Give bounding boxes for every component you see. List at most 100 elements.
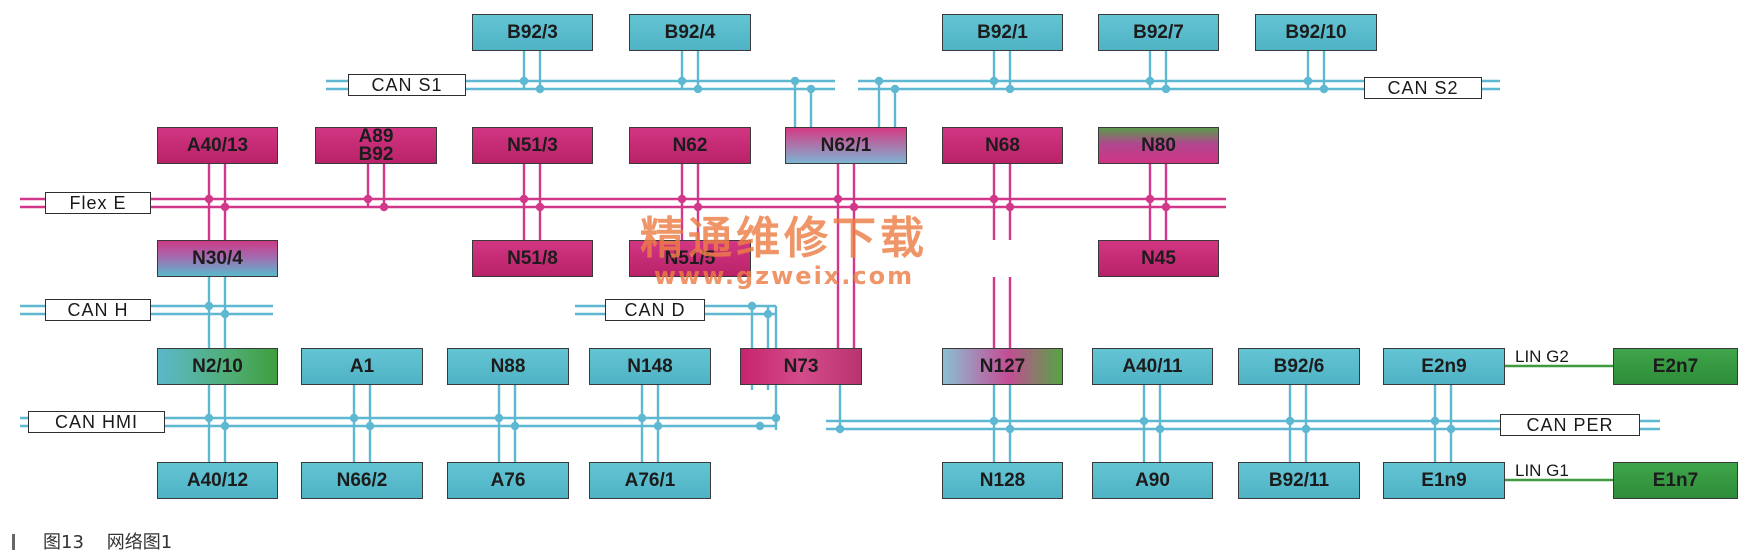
node-n68: N68 [942, 127, 1063, 164]
node-e2n9: E2n9 [1383, 348, 1505, 385]
node-n127: N127 [942, 348, 1063, 385]
bus-label-can-s1: CAN S1 [348, 74, 466, 96]
node-a40-12: A40/12 [157, 462, 278, 499]
node-a89-label: A89 [358, 125, 394, 147]
bus-junction [1155, 424, 1165, 434]
bus-junction [519, 194, 529, 204]
node-n51-8: N51/8 [472, 240, 593, 277]
bus-junction [1145, 76, 1155, 86]
bus-junction [494, 413, 504, 423]
bus-junction [790, 76, 800, 86]
node-n80: N80 [1098, 127, 1219, 164]
node-a76: A76 [447, 462, 569, 499]
node-b92-6: B92/6 [1238, 348, 1360, 385]
bus-junction [349, 413, 359, 423]
bus-junction [806, 84, 816, 94]
node-a90: A90 [1092, 462, 1213, 499]
caption-title: 网络图1 [106, 532, 173, 553]
bus-junction [535, 84, 545, 94]
node-n88: N88 [447, 348, 569, 385]
node-n2-10: N2/10 [157, 348, 278, 385]
bus-junction [989, 194, 999, 204]
bus-label-can-hmi: CAN HMI [28, 411, 165, 433]
bus-junction [833, 194, 843, 204]
bus-junction [989, 76, 999, 86]
node-a40-11: A40/11 [1092, 348, 1213, 385]
bus-junction [220, 421, 230, 431]
bus-junction [365, 421, 375, 431]
bus-junction [1285, 416, 1295, 426]
node-n51-5: N51/5 [629, 240, 751, 277]
node-n45: N45 [1098, 240, 1219, 277]
bus-junction [874, 76, 884, 86]
bus-junction [204, 301, 214, 311]
bus-label-flex-e: Flex E [45, 192, 151, 214]
bus-label-lin-g1: LIN G1 [1515, 461, 1569, 480]
node-b92-11: B92/11 [1238, 462, 1360, 499]
bus-label-can-d: CAN D [605, 299, 705, 321]
node-n73: N73 [740, 348, 862, 385]
bus-junction [519, 76, 529, 86]
bus-label-lin-g2: LIN G2 [1515, 347, 1569, 366]
node-b92-1: B92/1 [942, 14, 1063, 51]
node-n66-2: N66/2 [301, 462, 423, 499]
bus-junction [1005, 202, 1015, 212]
bus-junction [835, 424, 845, 434]
node-n128: N128 [942, 462, 1063, 499]
bus-junction [204, 413, 214, 423]
bus-junction [747, 301, 757, 311]
bus-junction [653, 421, 663, 431]
bus-junction [379, 202, 389, 212]
node-b92-10: B92/10 [1255, 14, 1377, 51]
bus-junction [890, 84, 900, 94]
bus-junction [1145, 194, 1155, 204]
bus-junction [755, 421, 765, 431]
bus-junction [220, 309, 230, 319]
bus-junction [535, 202, 545, 212]
node-e1n7: E1n7 [1613, 462, 1738, 499]
node-e2n7: E2n7 [1613, 348, 1738, 385]
bus-junction [1446, 424, 1456, 434]
bus-junction [1005, 84, 1015, 94]
node-e1n9: E1n9 [1383, 462, 1505, 499]
bus-junction [771, 413, 781, 423]
bus-junction [510, 421, 520, 431]
node-a89-b92: A89 B92 [315, 127, 437, 164]
node-n30-4: N30/4 [157, 240, 278, 277]
bus-junction [1139, 416, 1149, 426]
caption-bar [12, 534, 15, 550]
bus-junction [204, 194, 214, 204]
bus-junction [1303, 76, 1313, 86]
node-b92-label: B92 [358, 143, 394, 165]
bus-label-can-per: CAN PER [1500, 414, 1640, 436]
bus-junction [1161, 202, 1171, 212]
node-n62: N62 [629, 127, 751, 164]
bus-label-can-h: CAN H [45, 299, 151, 321]
bus-junction [1161, 84, 1171, 94]
node-a1: A1 [301, 348, 423, 385]
bus-junction [220, 202, 230, 212]
bus-junction [1319, 84, 1329, 94]
bus-junction [989, 416, 999, 426]
bus-junction [693, 84, 703, 94]
figure-caption: 图13 网络图1 [12, 528, 172, 554]
bus-junction [637, 413, 647, 423]
bus-label-can-s2: CAN S2 [1364, 77, 1482, 99]
node-n51-3: N51/3 [472, 127, 593, 164]
bus-junction [763, 309, 773, 319]
caption-figure-number: 图13 [43, 532, 84, 553]
node-b92-4: B92/4 [629, 14, 751, 51]
bus-junction [1005, 424, 1015, 434]
node-n62-1: N62/1 [785, 127, 907, 164]
node-b92-7: B92/7 [1098, 14, 1219, 51]
node-b92-3: B92/3 [472, 14, 593, 51]
bus-junction [693, 202, 703, 212]
bus-junction [849, 202, 859, 212]
bus-junction [677, 194, 687, 204]
bus-junction [1301, 424, 1311, 434]
node-n148: N148 [589, 348, 711, 385]
bus-junction [363, 194, 373, 204]
node-a40-13: A40/13 [157, 127, 278, 164]
node-a76-1: A76/1 [589, 462, 711, 499]
bus-junction [677, 76, 687, 86]
